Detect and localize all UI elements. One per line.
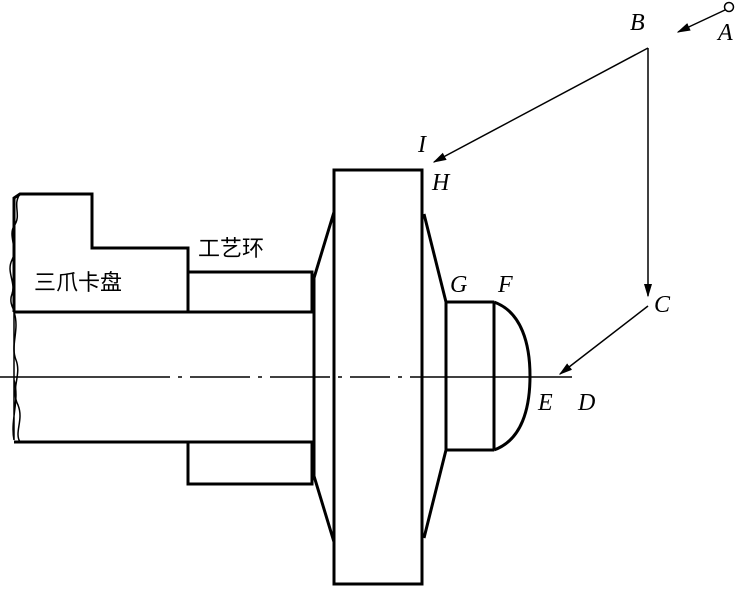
label-G: G	[450, 272, 467, 298]
label-D: D	[577, 390, 595, 416]
path-C-E	[558, 305, 649, 375]
start-point-A	[723, 1, 735, 13]
label-A: A	[716, 20, 733, 46]
path-A-B	[676, 9, 726, 33]
label-H: H	[431, 170, 451, 196]
chuck-jaw-outline	[12, 192, 190, 312]
path-B-I	[432, 47, 649, 163]
process-ring-lower	[186, 440, 314, 486]
flange-right-cone	[422, 213, 448, 539]
label-process-ring: 工艺环	[198, 237, 264, 262]
label-I: I	[417, 132, 427, 158]
label-chuck: 三爪卡盘	[34, 271, 122, 296]
break-line-lower	[13, 311, 21, 443]
label-B: B	[630, 10, 645, 36]
break-line	[9, 193, 21, 441]
label-F: F	[497, 272, 513, 298]
dome-profile	[493, 300, 532, 452]
label-E: E	[537, 390, 553, 416]
label-C: C	[654, 292, 671, 318]
process-ring-upper	[186, 270, 314, 314]
